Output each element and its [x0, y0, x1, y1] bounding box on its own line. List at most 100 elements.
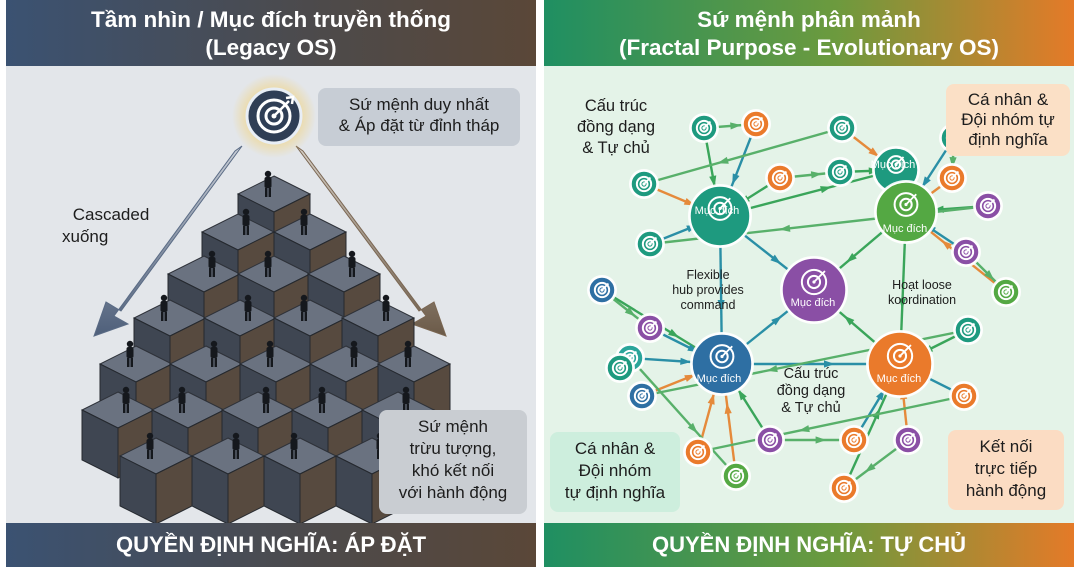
target-icon [886, 155, 906, 174]
legacy-title: Tầm nhìn / Mục đích truyền thống [91, 7, 451, 32]
target-icon [886, 342, 914, 370]
arrow-icon [846, 252, 857, 263]
target-icon [979, 197, 997, 215]
flexible-line3: command [680, 298, 736, 312]
hub-left [688, 184, 752, 248]
fractal-subtitle: (Fractal Purpose - Evolutionary OS) [618, 35, 1000, 60]
flexible-hub-label: Flexible hub provides command [660, 268, 756, 313]
abstract-mission-callout: Sứ mệnh trừu tượng, khó kết nối với hành… [379, 410, 527, 514]
arrow-icon [868, 147, 880, 157]
small-node [627, 381, 657, 411]
network-link [697, 394, 965, 454]
hub-label-center: Mục đích [790, 297, 836, 309]
small-node [683, 437, 713, 467]
similar-mid-line1: Cấu trúc [783, 366, 839, 382]
target-icon [957, 243, 975, 261]
person-icon [208, 250, 216, 277]
small-node [721, 461, 751, 491]
direct-action-callout: Kết nối trực tiếp hành động [948, 430, 1064, 510]
flexible-line2: hub provides [672, 283, 744, 297]
small-node [741, 109, 771, 139]
similar-top-line3: & Tự chủ [582, 139, 650, 157]
small-node [973, 191, 1003, 221]
person-icon [160, 294, 168, 321]
fractal-network-illustration [587, 109, 1021, 503]
person-icon [290, 432, 298, 459]
arrow-icon [820, 186, 832, 194]
hub-label-bottom-right: Mục đích [876, 373, 922, 385]
arrow-icon [798, 425, 810, 433]
abstract-line2: trừu tượng, [409, 439, 497, 458]
arrow-icon [687, 422, 698, 434]
target-icon [845, 431, 863, 449]
loose-line2: koordination [887, 293, 957, 307]
target-icon [635, 175, 653, 193]
arrow-icon [668, 328, 680, 338]
person-icon [264, 170, 272, 197]
hub-label-bottom-left: Mục đích [696, 373, 742, 385]
pyramid-cube [118, 437, 194, 523]
direct-action-line1: Kết nối [979, 437, 1033, 456]
cascade-line2: xuống [62, 227, 109, 246]
arrow-icon [770, 254, 782, 265]
small-node [953, 315, 983, 345]
small-node [765, 163, 795, 193]
abstract-line3: khó kết nối [411, 461, 495, 480]
abstract-line4: với hành động [398, 483, 508, 502]
similar-mid-line3: & Tự chủ [781, 400, 841, 416]
fractal-os-panel: Sứ mệnh phân mảnh (Fractal Purpose - Evo… [544, 0, 1074, 567]
person-icon [244, 294, 252, 321]
arrow-icon [724, 402, 732, 415]
fractal-title: Sứ mệnh phân mảnh [697, 7, 921, 32]
self-defined-bottom-callout: Cá nhân & Đội nhóm tự định nghĩa [550, 432, 680, 512]
arrow-icon [717, 156, 729, 164]
person-icon [126, 340, 134, 367]
hub-bottom-right [866, 330, 934, 398]
loose-line1: Hoạt loose [892, 278, 952, 292]
self-defined-top-line2: Đội nhóm tự [961, 110, 1055, 129]
target-icon [611, 359, 629, 377]
legacy-header: Tầm nhìn / Mục đích truyền thống (Legacy… [6, 0, 536, 66]
flexible-line1: Flexible [686, 268, 730, 282]
pyramid-cube [262, 437, 338, 523]
person-icon [382, 294, 390, 321]
network-link [643, 126, 843, 186]
small-node [949, 381, 979, 411]
abstract-line1: Sứ mệnh [418, 417, 488, 436]
small-node [825, 157, 855, 187]
person-icon [210, 340, 218, 367]
target-icon [707, 196, 733, 221]
fractal-header: Sứ mệnh phân mảnh (Fractal Purpose - Evo… [544, 0, 1074, 66]
hub-center [780, 256, 848, 324]
hub-bottom-left [690, 332, 754, 396]
self-defined-bottom-line1: Cá nhân & [574, 439, 656, 458]
person-icon [122, 386, 130, 413]
target-icon [955, 387, 973, 405]
target-icon [800, 268, 828, 296]
similar-structure-top: Cấu trúc đồng dạng & Tự chủ [562, 96, 670, 159]
small-node [635, 313, 665, 343]
target-icon [709, 344, 735, 369]
arrow-icon [779, 224, 791, 232]
direct-action-line2: trực tiếp [974, 459, 1038, 478]
arrow-icon [823, 360, 835, 368]
similar-top-line1: Cấu trúc [584, 97, 648, 115]
person-icon [266, 340, 274, 367]
arrow-icon [730, 122, 742, 130]
network-link [629, 357, 737, 477]
cascade-line1: Cascaded [72, 205, 150, 224]
arrow-icon [949, 157, 957, 168]
cascade-label: Cascaded xuống [56, 204, 166, 248]
legacy-os-panel: Tầm nhìn / Mục đích truyền thống (Legacy… [6, 0, 536, 567]
self-defined-top-line3: định nghĩa [968, 130, 1048, 149]
arrow-icon [737, 389, 747, 401]
arrow-icon [843, 315, 855, 326]
hub-label-top: Mục đích [870, 159, 916, 171]
small-node [689, 113, 719, 143]
target-icon [633, 387, 651, 405]
hub-label-left: Mục đích [694, 205, 740, 217]
direct-action-line3: hành động [965, 481, 1047, 500]
person-icon [300, 294, 308, 321]
legacy-pyramid-illustration [80, 74, 452, 523]
